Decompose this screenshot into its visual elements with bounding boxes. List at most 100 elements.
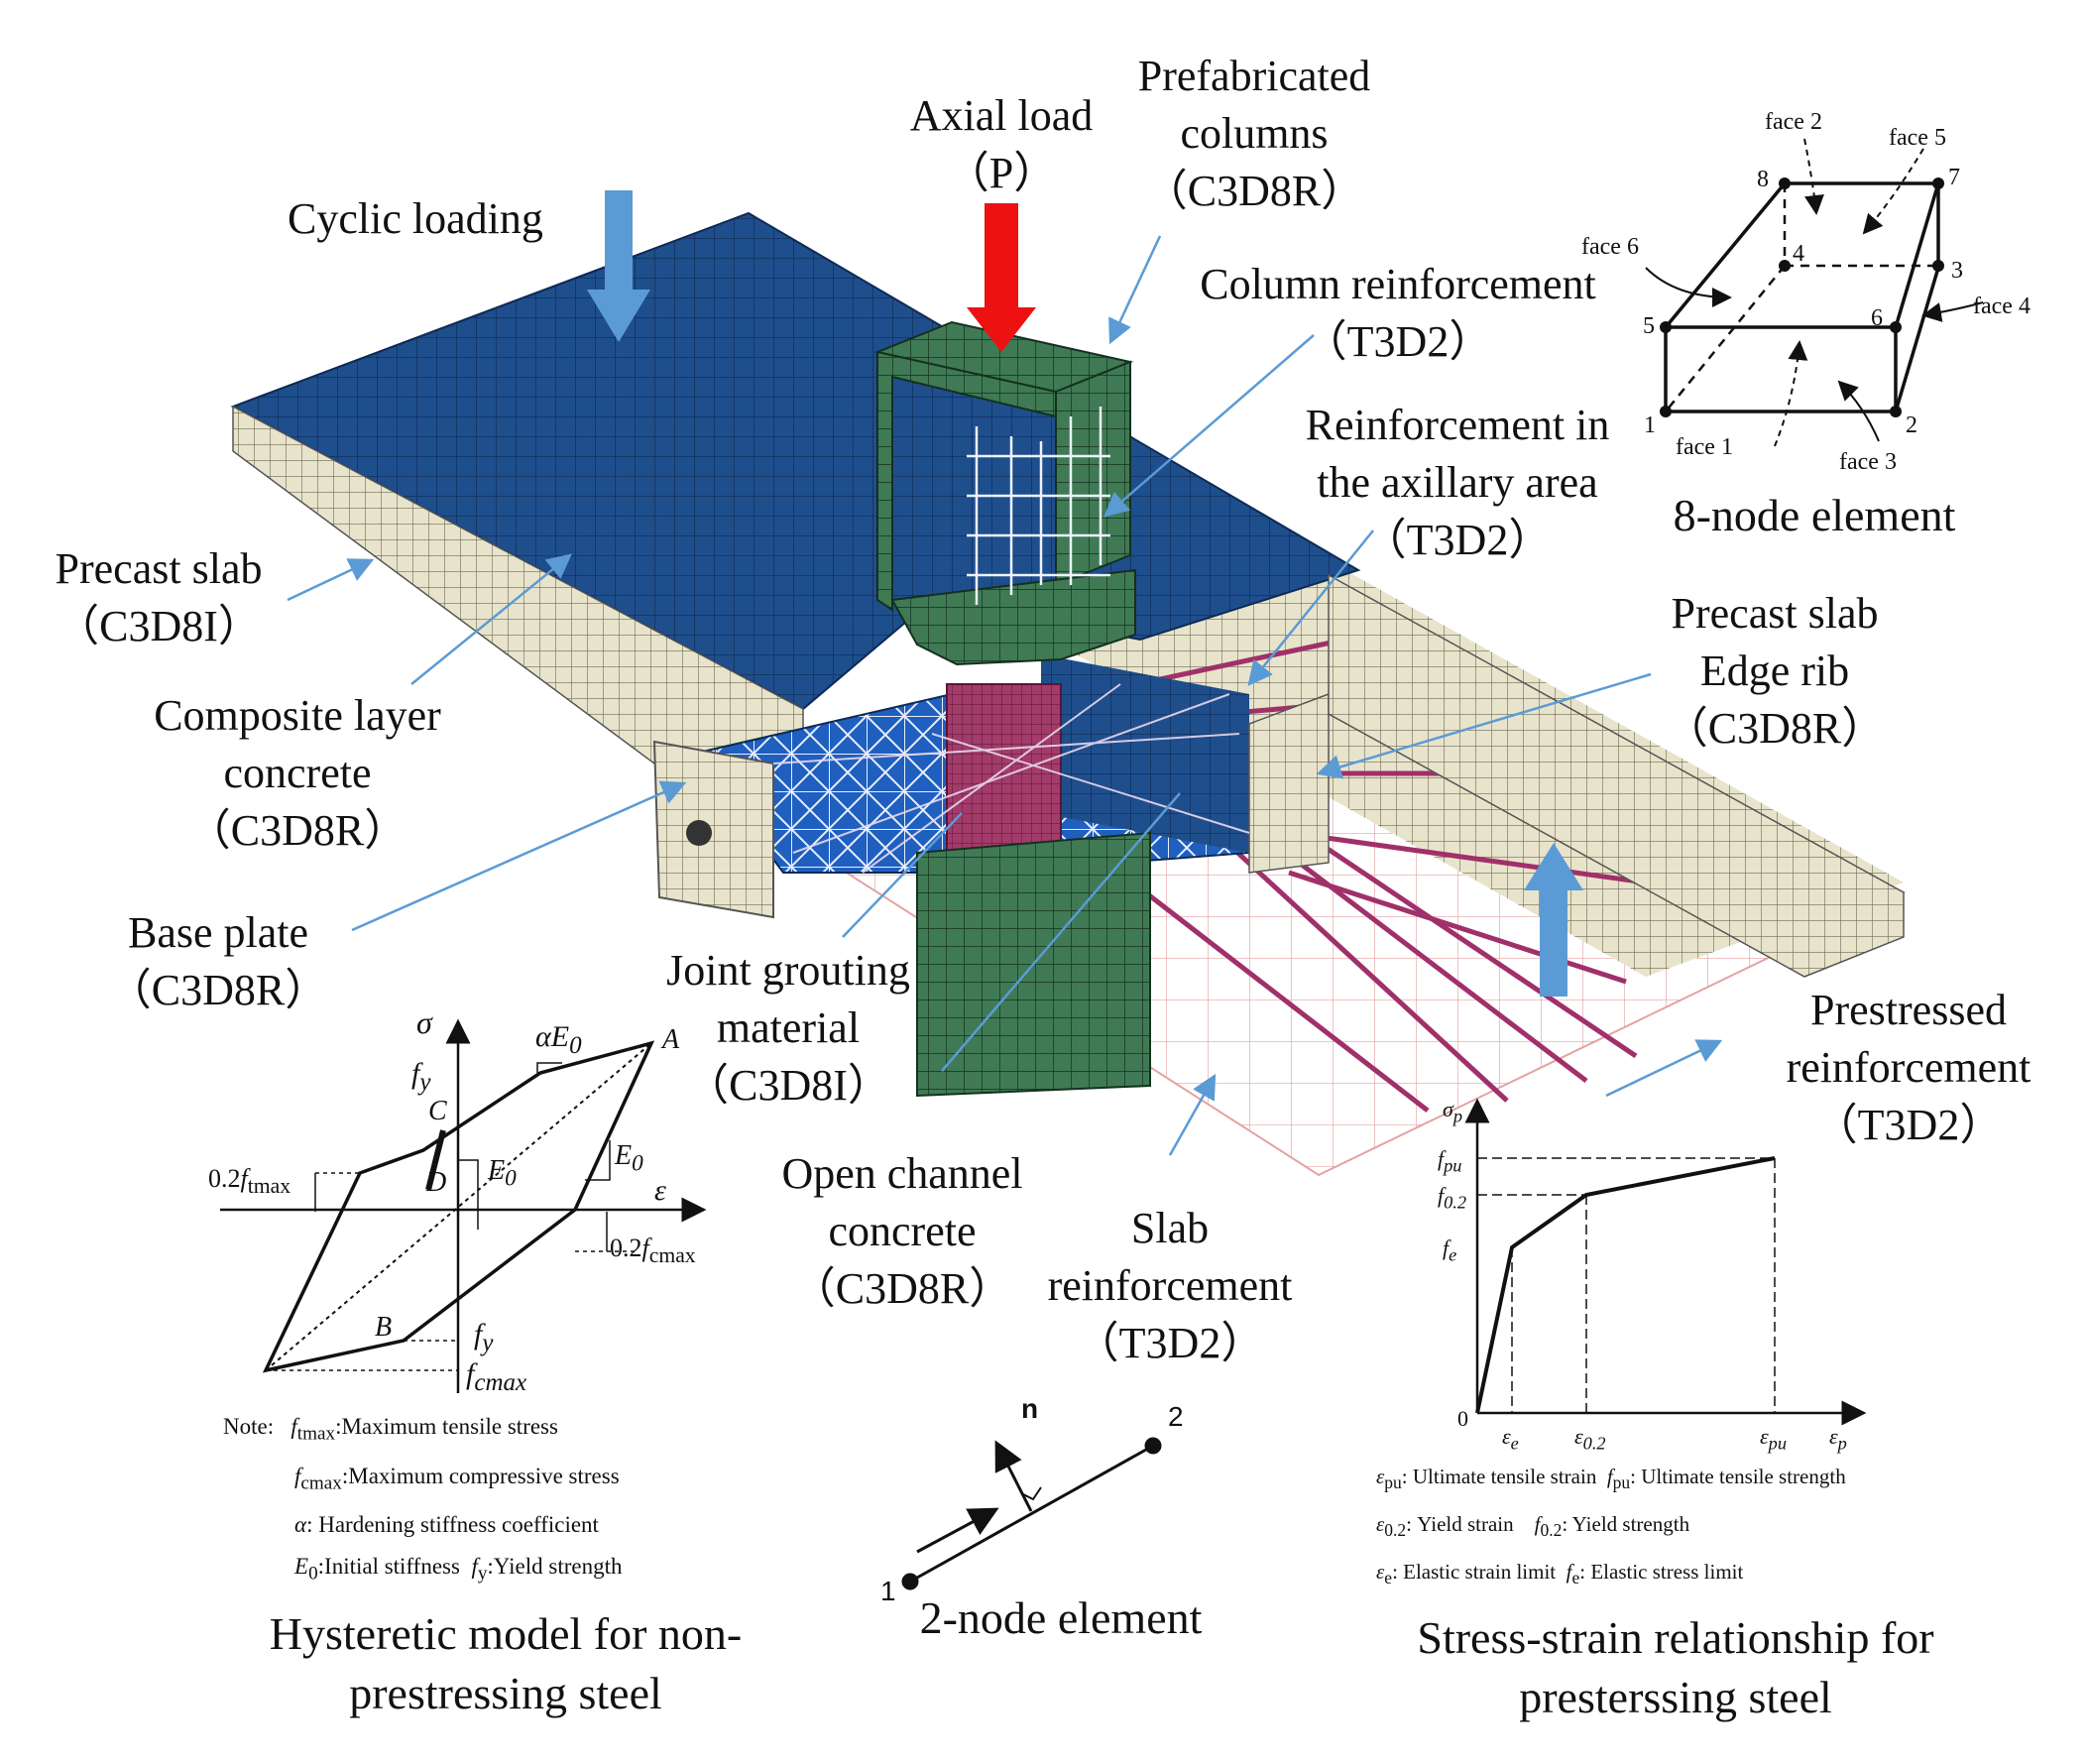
ps-eps-p: εp [1829, 1416, 1847, 1464]
note4-sym: E [294, 1554, 309, 1580]
slab-reinf-line2: reinforcement [1047, 1261, 1293, 1310]
ps-f02-main: f [1438, 1183, 1445, 1208]
hysteretic-model [220, 1018, 707, 1393]
two-node-2: 2 [1168, 1401, 1184, 1432]
ps-n3-text: : Yield strain [1406, 1512, 1514, 1537]
diagonal-bars [772, 683, 1250, 874]
ps-n1-sym: ε [1376, 1465, 1385, 1488]
alphaE0-main: αE [535, 1020, 570, 1053]
ps-n3-sym: ε [1376, 1512, 1385, 1537]
node-1: 1 [1644, 412, 1656, 438]
hyst-B: B [375, 1312, 393, 1343]
ftmax-sub: tmax [247, 1174, 291, 1199]
ps-eps-p-sub: p [1837, 1433, 1847, 1454]
ps-n5-sym: ε [1376, 1560, 1385, 1585]
note1-sym: f [290, 1414, 297, 1439]
prefab-line2: columns [1180, 109, 1329, 158]
node-3: 3 [1951, 258, 1963, 284]
label-prestressed-reinforcement: Prestressed reinforcement （T3D2） [1765, 982, 2052, 1154]
two-node-element [901, 1437, 1162, 1590]
note5-text: :Yield strength [487, 1554, 623, 1580]
composite-line1: Composite layer [154, 691, 441, 740]
ps-eps-p-main: ε [1829, 1424, 1838, 1449]
open-channel-line1: Open channel [781, 1149, 1023, 1198]
precast-slab-line1: Precast slab [55, 544, 263, 593]
ps-note-block: εpu: Ultimate tensile strain fpu: Ultima… [1376, 1456, 1846, 1599]
alphaE0-sub: 0 [569, 1032, 582, 1059]
slab-reinf-line3: （T3D2） [1075, 1319, 1265, 1367]
column-reinforcement [967, 407, 1110, 605]
label-open-channel: Open channel concrete （C3D8R） [758, 1145, 1046, 1318]
E0-outer-sub: 0 [632, 1150, 643, 1177]
ps-note-row-2: ε0.2: Yield strain f0.2: Yield strength [1376, 1503, 1846, 1551]
edge-rib-front [1328, 573, 1905, 978]
hyst-E0-outer: E0 [615, 1135, 643, 1185]
ps-note-row-1: εpu: Ultimate tensile strain fpu: Ultima… [1376, 1456, 1846, 1503]
joint-grout-line3: （C3D8I） [685, 1061, 891, 1110]
ps-fpu: fpu [1438, 1138, 1461, 1186]
ps-n5-sub: e [1384, 1568, 1393, 1588]
note-row-2: fcmax:Maximum compressive stress [223, 1456, 623, 1505]
label-edge-rib: Precast slab Edge rib （C3D8R） [1631, 585, 1918, 758]
ps-n2-sub: pu [1612, 1472, 1631, 1493]
eight-node-caption: 8-node element [1673, 490, 1956, 540]
ps-n6-text: : Elastic stress limit [1579, 1560, 1744, 1585]
ps-note-row-3: εe: Elastic strain limit fe: Elastic str… [1376, 1551, 1846, 1598]
ps-eps-pu-main: ε [1760, 1424, 1769, 1449]
two-node-n: n [1021, 1393, 1039, 1424]
hyst-02fcmax: 0.2fcmax [610, 1228, 696, 1276]
ps-sigma: σp [1443, 1089, 1462, 1136]
eight-node-element [1645, 138, 1984, 447]
node-8: 8 [1757, 167, 1769, 192]
face-2-label: face 2 [1765, 109, 1822, 135]
hyst-fy-neg: fy [474, 1314, 493, 1364]
note2-text: :Maximum compressive stress [341, 1463, 620, 1488]
upper-column-face [1055, 360, 1131, 587]
face-3-label: face 3 [1839, 449, 1897, 475]
two-node-caption: 2-node element [919, 1592, 1203, 1643]
hyst-alphaE0: αE0 [535, 1016, 582, 1067]
fy-main: f [411, 1057, 420, 1090]
fy-neg-main: f [474, 1318, 483, 1351]
note2-sub: cmax [300, 1472, 342, 1494]
fcmax-main: f [641, 1234, 649, 1262]
axial-load-line2: （P） [945, 149, 1058, 197]
ps-eps-e-main: ε [1502, 1424, 1511, 1449]
base-plate-bolt [686, 820, 712, 846]
prefab-line3: （C3D8R） [1143, 167, 1365, 215]
ps-fe: fe [1443, 1228, 1456, 1275]
axial-load-arrow [967, 203, 1036, 352]
hyst-02ftmax: 0.2ftmax [208, 1158, 290, 1207]
note4-text: :Initial stiffness [317, 1554, 460, 1580]
label-slab-reinforcement: Slab reinforcement （T3D2） [1031, 1200, 1309, 1372]
ps-f02: f0.2 [1438, 1175, 1466, 1223]
fcmax-sub: cmax [648, 1243, 696, 1268]
E0-inner-sub: 0 [505, 1165, 517, 1192]
ps-n2-sym: f [1606, 1465, 1613, 1488]
note3-sym: α [294, 1512, 307, 1538]
ps-f02-sub: 0.2 [1444, 1192, 1467, 1213]
fe-model [230, 190, 1907, 1177]
axillary-line1: Reinforcement in [1305, 401, 1610, 449]
col-reinf-line2: （T3D2） [1303, 317, 1493, 366]
ps-n3-sub: 0.2 [1384, 1520, 1407, 1541]
note5-sub: y [477, 1563, 488, 1585]
ps-eps-pu-sub: pu [1768, 1433, 1787, 1454]
note3-text: : Hardening stiffness coefficient [306, 1512, 599, 1538]
label-composite-layer: Composite layer concrete （C3D8R） [139, 687, 456, 860]
ps-n4-sub: 0.2 [1540, 1520, 1563, 1541]
hysteretic-caption: Hysteretic model for non- prestressing s… [228, 1604, 783, 1723]
note1-sub: tmax [296, 1423, 336, 1445]
ps-fpu-sub: pu [1444, 1155, 1462, 1176]
E0-inner-main: E [488, 1155, 506, 1186]
composite-line3: （C3D8R） [186, 806, 408, 855]
upward-arrow [1524, 843, 1583, 997]
fcmax-coef: 0.2 [610, 1234, 642, 1262]
ps-n2-text: : Ultimate tensile strength [1630, 1465, 1846, 1488]
note1-text: :Maximum tensile stress [335, 1414, 558, 1439]
ps-eps-02-main: ε [1574, 1424, 1583, 1449]
joint-grout-line1: Joint grouting [666, 946, 910, 995]
label-axillary-reinforcement: Reinforcement in the axillary area （T3D2… [1274, 397, 1641, 569]
label-axial-load: Axial load （P） [887, 87, 1115, 202]
label-base-plate: Base plate （C3D8R） [104, 904, 332, 1019]
